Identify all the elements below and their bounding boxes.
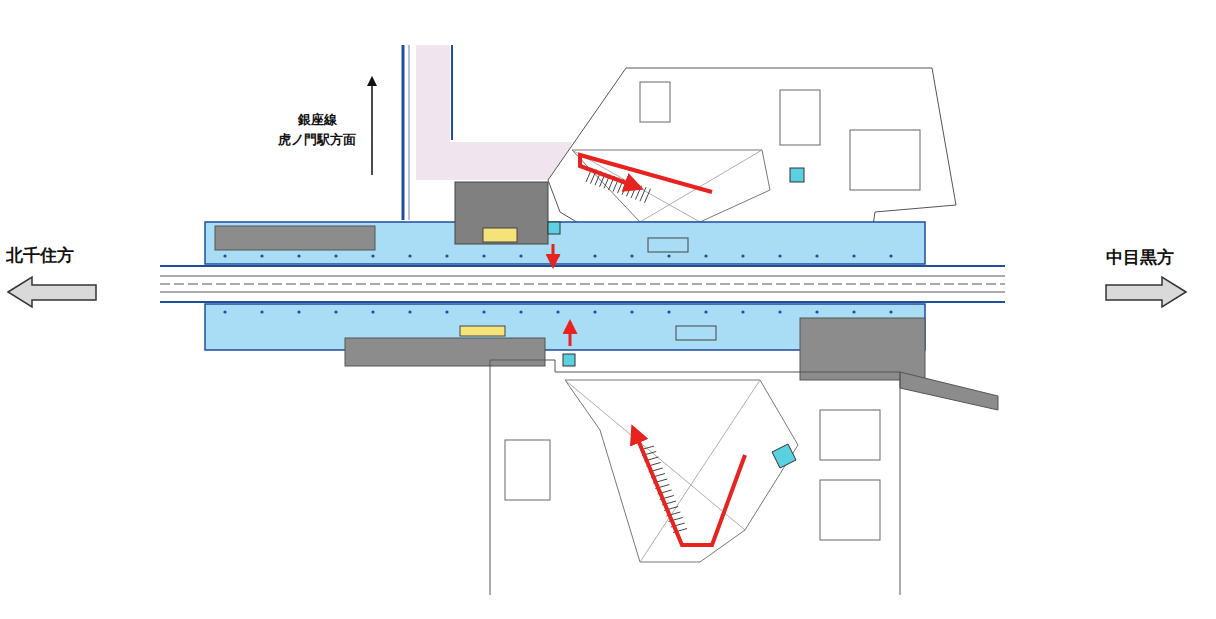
room (820, 410, 880, 460)
void-line (640, 380, 760, 562)
direction-arrow (1106, 277, 1186, 307)
building-outline (490, 360, 900, 595)
column (667, 310, 670, 313)
elevator (563, 354, 575, 366)
atrium (565, 380, 798, 562)
column (445, 254, 448, 257)
wall-line (451, 45, 453, 140)
column (519, 254, 522, 257)
column (852, 310, 855, 313)
column (815, 310, 818, 313)
column (630, 254, 633, 257)
column (741, 254, 744, 257)
stairs (676, 326, 716, 340)
column (371, 254, 374, 257)
building-outline (548, 68, 956, 236)
elevator (772, 444, 796, 468)
column (260, 254, 263, 257)
void-line (640, 150, 762, 222)
column (741, 310, 744, 313)
columns (223, 254, 892, 313)
ramp (900, 372, 998, 410)
column (297, 310, 300, 313)
column (519, 310, 522, 313)
direction-arrow (371, 78, 373, 175)
flow-arrow (633, 428, 745, 545)
stairs (648, 238, 688, 252)
elevator (790, 168, 804, 182)
room (820, 480, 880, 540)
column (778, 310, 781, 313)
service-room (345, 338, 545, 366)
column (704, 254, 707, 257)
flow-arrow (552, 244, 555, 266)
column (334, 254, 337, 257)
direction-label: 北千住方 (6, 243, 116, 269)
stairs (483, 228, 517, 242)
column (889, 310, 892, 313)
column (556, 310, 559, 313)
direction-label: 中目黒方 (1106, 245, 1211, 271)
service-room (800, 318, 925, 380)
escalator-step (640, 187, 646, 201)
track-edge (160, 301, 1005, 303)
flow-arrow (580, 155, 712, 192)
flow-arrow (569, 322, 572, 346)
column (334, 310, 337, 313)
atrium (572, 150, 770, 222)
column (852, 254, 855, 257)
column (593, 310, 596, 313)
rail (160, 276, 1005, 277)
room (640, 82, 670, 122)
column (408, 310, 411, 313)
track-bed (160, 262, 1005, 306)
room (850, 130, 920, 190)
column (445, 310, 448, 313)
column (260, 310, 263, 313)
column (630, 310, 633, 313)
column (482, 310, 485, 313)
direction-arrow (8, 277, 96, 307)
platform (205, 222, 925, 264)
column (482, 254, 485, 257)
corridor (416, 45, 572, 180)
column (223, 254, 226, 257)
wall-line (402, 45, 405, 220)
column (556, 254, 559, 257)
column (371, 310, 374, 313)
column (667, 254, 670, 257)
escalator-step (645, 189, 651, 203)
void-line (565, 380, 745, 530)
room (505, 440, 550, 500)
line-direction-label: 銀座線 虎ノ門駅方面 (262, 110, 372, 149)
rail (160, 292, 1005, 293)
column (778, 254, 781, 257)
elevator (548, 222, 560, 234)
room (780, 90, 820, 145)
column (593, 254, 596, 257)
wall-line (409, 45, 410, 220)
column (889, 254, 892, 257)
column (815, 254, 818, 257)
center-line (160, 284, 1005, 285)
column (704, 310, 707, 313)
stairs (460, 326, 505, 336)
stair-block (455, 182, 548, 244)
column (408, 254, 411, 257)
service-room (215, 226, 375, 250)
column (297, 254, 300, 257)
column (223, 310, 226, 313)
track-edge (160, 265, 1005, 267)
